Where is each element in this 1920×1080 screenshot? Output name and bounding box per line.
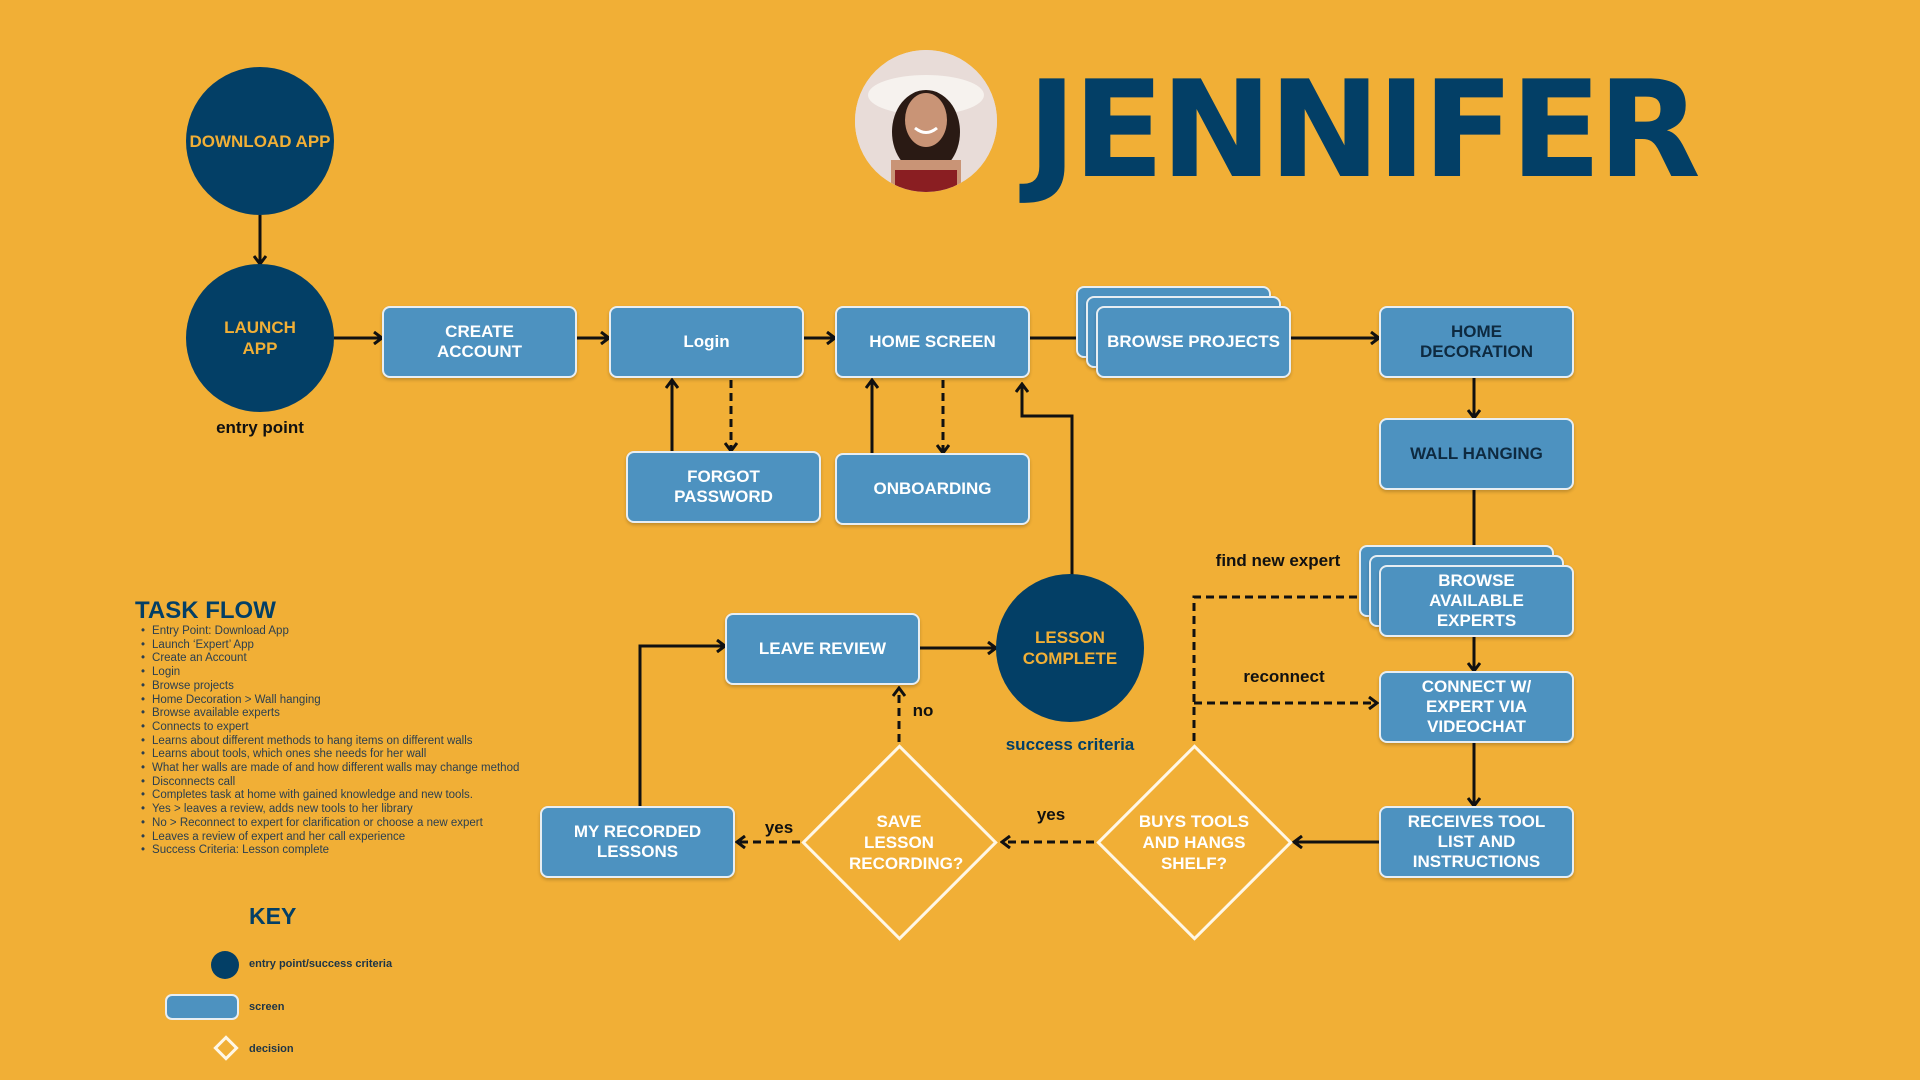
task-flow-item: Entry Point: Download App (141, 625, 519, 639)
wall-hanging-screen: WALL HANGING (1379, 418, 1574, 490)
save-lesson-label: SAVE LESSON RECORDING? (849, 812, 964, 873)
lesson-complete-node: LESSON COMPLETE (996, 574, 1144, 722)
task-flow-item: Completes task at home with gained knowl… (141, 789, 519, 803)
task-flow-item: Leaves a review of expert and her call e… (141, 831, 519, 845)
my-recorded-lessons-screen: MY RECORDED LESSONS (540, 806, 735, 878)
legend-circle-label: entry point/success criteria (249, 958, 393, 970)
legend-title: KEY (249, 903, 297, 929)
yes-buys-label: yes (1036, 805, 1066, 824)
task-flow-item: Learns about different methods to hang i… (141, 735, 519, 749)
persona-name: JENNIFER (1027, 52, 1701, 208)
task-flow-item: Connects to expert (141, 721, 519, 735)
create-account-screen: CREATE ACCOUNT (382, 306, 577, 378)
receives-tools-screen: RECEIVES TOOL LIST AND INSTRUCTIONS (1379, 806, 1574, 878)
entry-point-label: entry point (216, 418, 304, 437)
task-flow-list: Entry Point: Download App Launch ‘Expert… (141, 625, 519, 858)
task-flow-panel: TASK FLOW Entry Point: Download App Laun… (135, 597, 519, 858)
task-flow-item: Browse projects (141, 680, 519, 694)
browse-projects-screen: BROWSE PROJECTS (1096, 306, 1291, 378)
buys-tools-label: BUYS TOOLS AND HANGS SHELF? (1138, 812, 1250, 873)
browse-experts-screen: BROWSE AVAILABLE EXPERTS (1379, 565, 1574, 637)
forgot-password-screen: FORGOT PASSWORD (626, 451, 821, 523)
task-flow-item: What her walls are made of and how diffe… (141, 762, 519, 776)
leave-review-screen: LEAVE REVIEW (725, 613, 920, 685)
task-flow-title: TASK FLOW (135, 597, 276, 624)
legend-decision-label: decision (249, 1043, 294, 1055)
launch-app-node: LAUNCH APP (186, 264, 334, 412)
task-flow-item: Disconnects call (141, 776, 519, 790)
connect-expert-screen: CONNECT W/ EXPERT VIA VIDEOCHAT (1379, 671, 1574, 743)
no-label: no (912, 701, 934, 720)
task-flow-item: Browse available experts (141, 707, 519, 721)
task-flow-item: Learns about tools, which ones she needs… (141, 748, 519, 762)
home-decoration-screen: HOME DECORATION (1379, 306, 1574, 378)
download-app-node: DOWNLOAD APP (186, 67, 334, 215)
login-screen: Login (609, 306, 804, 378)
home-screen: HOME SCREEN (835, 306, 1030, 378)
task-flow-item: Login (141, 666, 519, 680)
task-flow-item: Launch ‘Expert’ App (141, 639, 519, 653)
task-flow-item: Create an Account (141, 652, 519, 666)
reconnect-label: reconnect (1243, 667, 1325, 686)
yes-save-label: yes (764, 818, 794, 837)
task-flow-item: Home Decoration > Wall hanging (141, 694, 519, 708)
task-flow-item: Success Criteria: Lesson complete (141, 844, 519, 858)
success-criteria-label: success criteria (1005, 735, 1135, 754)
persona-avatar (855, 50, 997, 192)
onboarding-screen: ONBOARDING (835, 453, 1030, 525)
find-new-expert-label: find new expert (1215, 551, 1341, 570)
task-flow-item: Yes > leaves a review, adds new tools to… (141, 803, 519, 817)
legend-circle-icon (211, 951, 239, 979)
legend-screen-label: screen (249, 1001, 285, 1013)
legend-screen-icon (165, 994, 239, 1020)
task-flow-item: No > Reconnect to expert for clarificati… (141, 817, 519, 831)
